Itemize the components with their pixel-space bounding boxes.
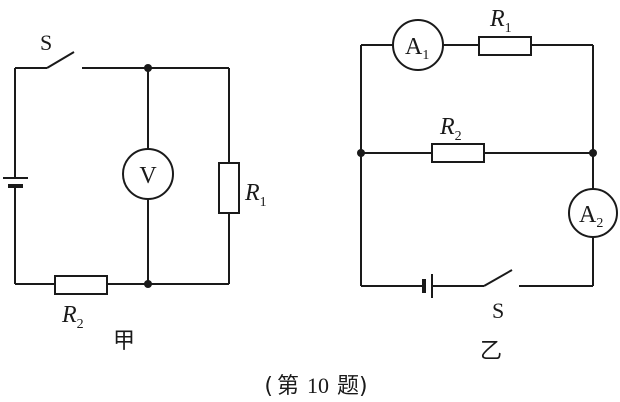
yi-switch-label: S <box>492 298 504 323</box>
yi-resistor-r2-icon <box>431 143 485 163</box>
ammeter-a1-label: A1 <box>405 34 429 63</box>
yi-caption: 乙 <box>480 339 502 364</box>
jia-battery-icon <box>3 177 28 188</box>
yi-switch-blade-icon <box>483 269 513 287</box>
yi-r1-label: R1 <box>489 6 512 36</box>
yi-junction-right <box>589 149 597 157</box>
jia-switch-blade-icon <box>46 51 75 69</box>
jia-resistor-r2-icon <box>54 275 108 295</box>
ammeter-a2-icon <box>568 188 618 238</box>
yi-r2-label: R2 <box>439 114 462 144</box>
yi-battery-icon <box>422 274 433 298</box>
jia-junction-bottom <box>144 280 152 288</box>
jia-r1-label: R1 <box>244 180 267 210</box>
circuit-yi: A1 R1 R2 A2 S 乙 <box>357 6 618 364</box>
yi-junction-left <box>357 149 365 157</box>
yi-resistor-r1-icon <box>478 36 532 56</box>
circuit-jia: S V R1 R2 甲 <box>3 30 267 354</box>
jia-r2-label: R2 <box>61 302 84 332</box>
voltmeter-label: V <box>139 163 157 189</box>
jia-caption: 甲 <box>113 329 135 354</box>
jia-resistor-r1-icon <box>218 162 240 214</box>
ammeter-a2-label: A2 <box>579 202 603 231</box>
jia-switch-label: S <box>40 30 52 55</box>
